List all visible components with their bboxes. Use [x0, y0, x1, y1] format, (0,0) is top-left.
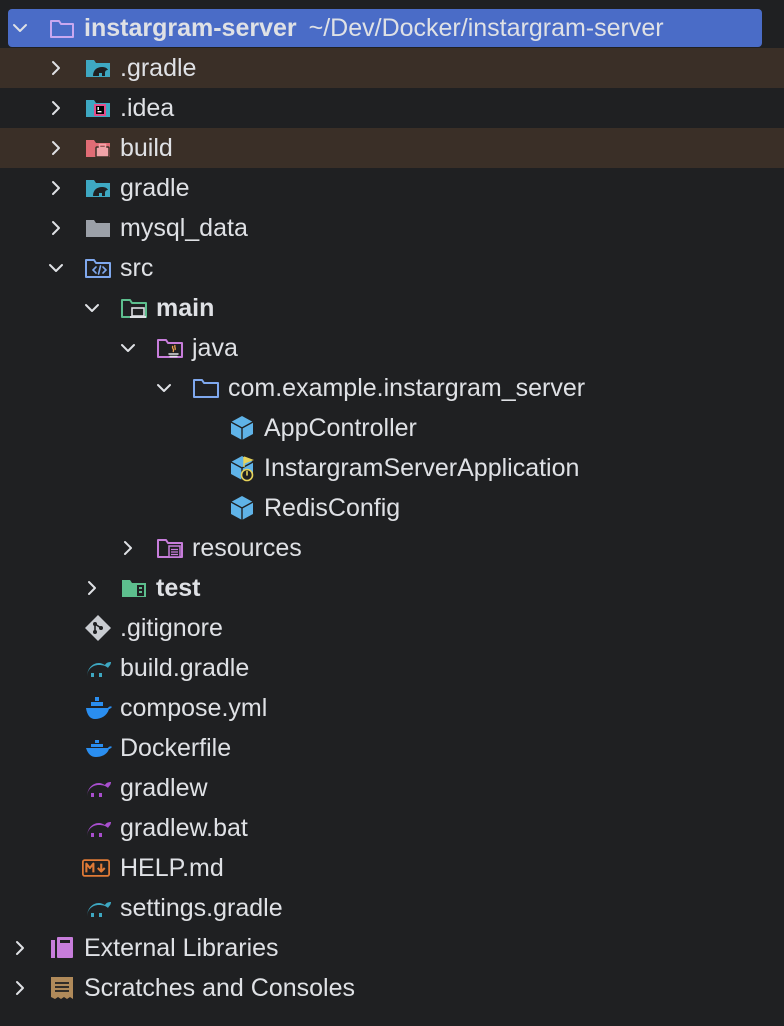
label-gitignore: .gitignore [120, 614, 223, 642]
label-dockerfile: Dockerfile [120, 734, 232, 762]
tree-row-idea-dir[interactable]: .idea [0, 88, 784, 128]
project-name: instargram-server~/Dev/Docker/instargram… [84, 14, 664, 42]
chevron-right-icon[interactable] [10, 938, 30, 958]
test-folder-icon [120, 574, 148, 602]
tree-row-build-dir[interactable]: build [0, 128, 784, 168]
tree-row-gradle-dir[interactable]: .gradle [0, 48, 784, 88]
tree-row-test[interactable]: test [0, 568, 784, 608]
scratches-icon [48, 974, 76, 1002]
chevron-down-icon[interactable] [46, 258, 66, 278]
gradlew-elephant-icon [84, 814, 112, 842]
label-mysql-data: mysql_data [120, 214, 248, 242]
chevron-right-icon[interactable] [118, 538, 138, 558]
label-gradle-folder: gradle [120, 174, 190, 202]
chevron-down-icon[interactable] [82, 298, 102, 318]
source-root-folder-icon [84, 254, 112, 282]
tree-row-package[interactable]: com.example.instargram_server [0, 368, 784, 408]
label-redis-config: RedisConfig [264, 494, 401, 522]
java-class-icon [228, 494, 256, 522]
gradle-elephant-icon [84, 654, 112, 682]
tree-row-gradle-folder[interactable]: gradle [0, 168, 784, 208]
chevron-right-icon[interactable] [46, 138, 66, 158]
tree-row-gradlew[interactable]: gradlew [0, 768, 784, 808]
tree-row-resources[interactable]: resources [0, 528, 784, 568]
chevron-down-icon[interactable] [10, 18, 30, 38]
excluded-folder-icon [84, 134, 112, 162]
gradle-elephant-icon [84, 894, 112, 922]
tree-row-compose[interactable]: compose.yml [0, 688, 784, 728]
selection-highlight [8, 9, 762, 47]
module-folder-icon [48, 14, 76, 42]
chevron-down-icon[interactable] [118, 338, 138, 358]
label-scratches: Scratches and Consoles [84, 974, 355, 1002]
label-test: test [156, 574, 201, 602]
library-icon [48, 934, 76, 962]
label-server-application: InstargramServerApplication [264, 454, 580, 482]
tree-row-server-application[interactable]: InstargramServerApplication [0, 448, 784, 488]
label-main: main [156, 294, 215, 322]
package-folder-icon [192, 374, 220, 402]
label-gradlew-bat: gradlew.bat [120, 814, 248, 842]
label-gradlew: gradlew [120, 774, 208, 802]
tree-row-scratches[interactable]: Scratches and Consoles [0, 968, 784, 1008]
label-gradle-dir: .gradle [120, 54, 197, 82]
docker-whale-icon [84, 694, 112, 722]
tree-row-redis-config[interactable]: RedisConfig [0, 488, 784, 528]
spring-boot-class-icon [228, 454, 256, 482]
git-icon [84, 614, 112, 642]
folder-icon [84, 214, 112, 242]
chevron-right-icon[interactable] [46, 98, 66, 118]
tree-row-gradlew-bat[interactable]: gradlew.bat [0, 808, 784, 848]
label-help-md: HELP.md [120, 854, 224, 882]
tree-row-gitignore[interactable]: .gitignore [0, 608, 784, 648]
project-path: ~/Dev/Docker/instargram-server [308, 14, 664, 42]
gradlew-elephant-icon [84, 774, 112, 802]
tree-row-main[interactable]: main [0, 288, 784, 328]
chevron-right-icon[interactable] [82, 578, 102, 598]
tree-row-build-gradle[interactable]: build.gradle [0, 648, 784, 688]
source-set-folder-icon [120, 294, 148, 322]
java-source-folder-icon [156, 334, 184, 362]
label-external-libraries: External Libraries [84, 934, 279, 962]
tree-row-src[interactable]: src [0, 248, 784, 288]
label-idea-dir: .idea [120, 94, 175, 122]
idea-folder-icon [84, 94, 112, 122]
tree-row-dockerfile[interactable]: Dockerfile [0, 728, 784, 768]
label-src: src [120, 254, 154, 282]
tree-row-settings-gradle[interactable]: settings.gradle [0, 888, 784, 928]
label-build-dir: build [120, 134, 173, 162]
tree-row-app-controller[interactable]: AppController [0, 408, 784, 448]
java-class-icon [228, 414, 256, 442]
resources-folder-icon [156, 534, 184, 562]
label-settings-gradle: settings.gradle [120, 894, 283, 922]
tree-row-root[interactable]: instargram-server~/Dev/Docker/instargram… [0, 8, 784, 48]
tree-row-java[interactable]: java [0, 328, 784, 368]
label-resources: resources [192, 534, 302, 562]
gradle-folder-icon [84, 54, 112, 82]
tree-row-help-md[interactable]: HELP.md [0, 848, 784, 888]
label-java: java [192, 334, 238, 362]
markdown-icon [82, 854, 110, 882]
label-app-controller: AppController [264, 414, 417, 442]
label-build-gradle: build.gradle [120, 654, 250, 682]
tree-row-mysql-data[interactable]: mysql_data [0, 208, 784, 248]
tree-row-external-libraries[interactable]: External Libraries [0, 928, 784, 968]
docker-whale-icon [84, 734, 112, 762]
chevron-down-icon[interactable] [154, 378, 174, 398]
label-package: com.example.instargram_server [228, 374, 586, 402]
label-compose: compose.yml [120, 694, 268, 722]
chevron-right-icon[interactable] [46, 58, 66, 78]
gradle-folder-icon [84, 174, 112, 202]
chevron-right-icon[interactable] [10, 978, 30, 998]
chevron-right-icon[interactable] [46, 178, 66, 198]
chevron-right-icon[interactable] [46, 218, 66, 238]
